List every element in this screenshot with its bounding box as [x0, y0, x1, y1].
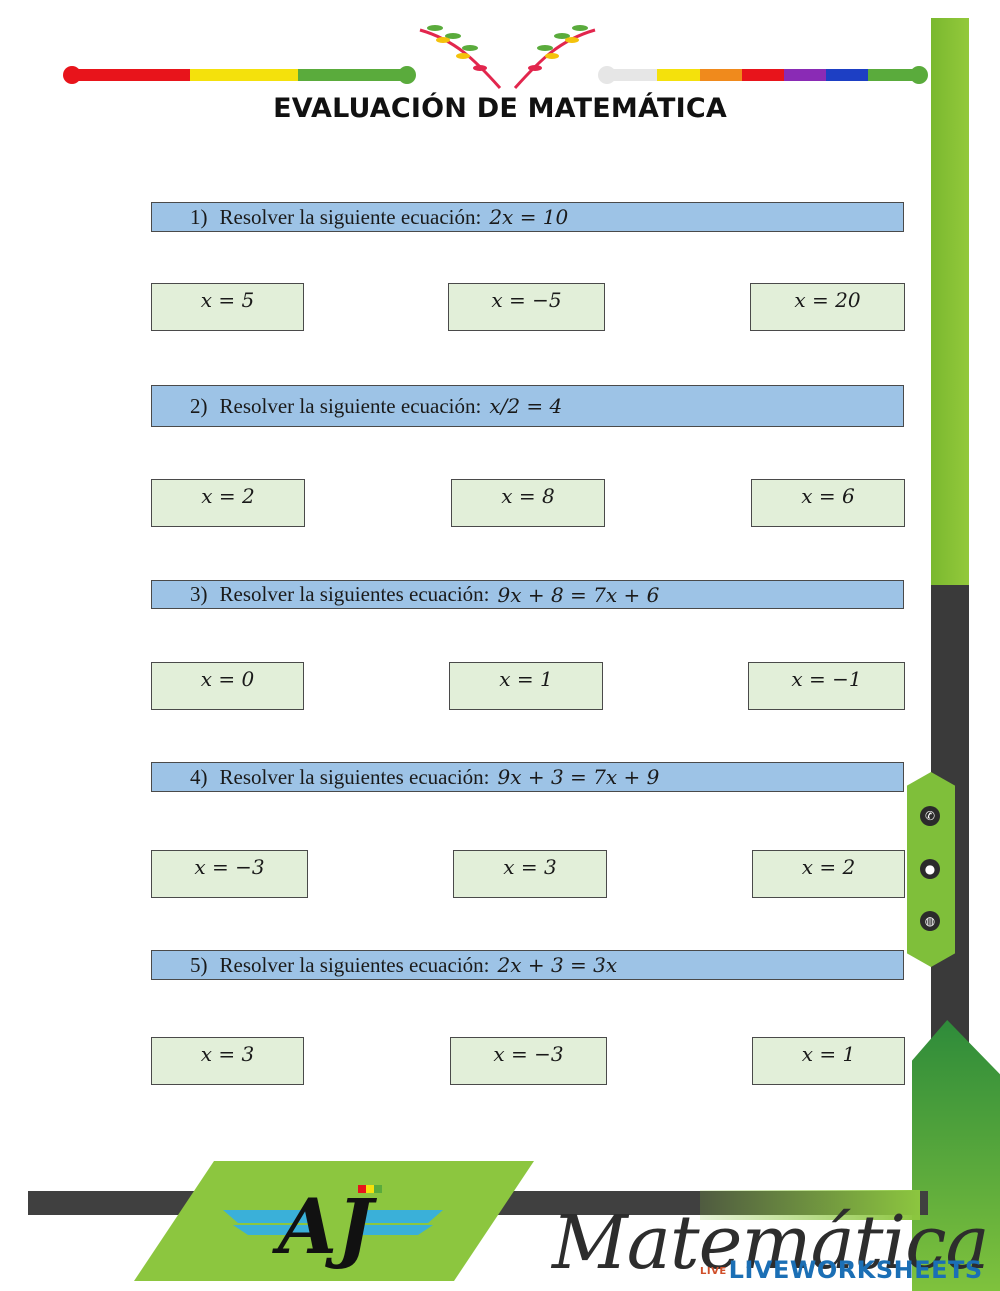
- question-3: 3) Resolver la siguientes ecuación: 9x +…: [151, 580, 904, 609]
- q4-option-a[interactable]: x = −3: [151, 850, 308, 898]
- q2-option-c[interactable]: x = 6: [751, 479, 905, 527]
- q5-option-c[interactable]: x = 1: [752, 1037, 905, 1085]
- q1-option-a[interactable]: x = 5: [151, 283, 304, 331]
- location-icon: ●: [920, 859, 940, 879]
- footer-script-title: Matemática: [552, 1200, 990, 1286]
- laurel-icon: [419, 25, 596, 89]
- logo-text: AJ: [272, 1182, 378, 1270]
- question-5: 5) Resolver la siguientes ecuación: 2x +…: [151, 950, 904, 980]
- q2-option-a[interactable]: x = 2: [151, 479, 305, 527]
- q4-option-b[interactable]: x = 3: [453, 850, 607, 898]
- q1-option-c[interactable]: x = 20: [750, 283, 905, 331]
- question-4: 4) Resolver la siguientes ecuación: 9x +…: [151, 762, 904, 792]
- q2-option-b[interactable]: x = 8: [451, 479, 605, 527]
- globe-icon: ◍: [920, 911, 940, 931]
- question-1: 1) Resolver la siguiente ecuación: 2x = …: [151, 202, 904, 232]
- q5-option-a[interactable]: x = 3: [151, 1037, 304, 1085]
- q3-option-b[interactable]: x = 1: [449, 662, 603, 710]
- q1-option-b[interactable]: x = −5: [448, 283, 605, 331]
- footer-green-band: [700, 1190, 920, 1220]
- side-panel-green: [931, 18, 969, 603]
- phone-icon: ✆: [920, 806, 940, 826]
- q4-option-c[interactable]: x = 2: [752, 850, 905, 898]
- page-title: EVALUACIÓN DE MATEMÁTICA: [273, 93, 727, 124]
- q3-option-a[interactable]: x = 0: [151, 662, 304, 710]
- q5-option-b[interactable]: x = −3: [450, 1037, 607, 1085]
- school-logo: AJ: [223, 1182, 443, 1270]
- corner-decoration: [912, 1020, 1000, 1291]
- watermark: LIVELIVEWORKSHEETS: [700, 1256, 983, 1284]
- question-2: 2) Resolver la siguiente ecuación: x/2 =…: [151, 385, 904, 427]
- q3-option-c[interactable]: x = −1: [748, 662, 905, 710]
